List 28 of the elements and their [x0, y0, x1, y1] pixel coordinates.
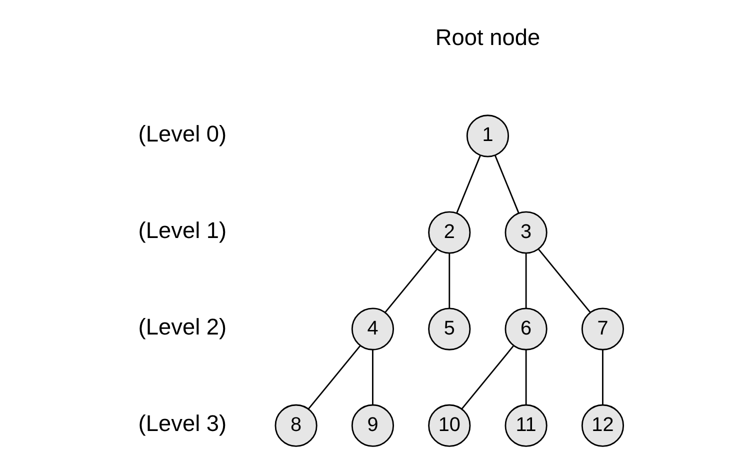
node-circle: 1	[466, 114, 510, 158]
node-circle: 6	[504, 308, 548, 350]
connector	[448, 253, 450, 308]
node-circle: 12	[581, 404, 624, 447]
connector	[525, 253, 527, 308]
connector	[538, 248, 591, 313]
node-circle: 2	[428, 211, 471, 254]
label: (Level 3)	[138, 410, 227, 436]
node-circle: 10	[428, 404, 471, 447]
connector	[461, 346, 514, 410]
connector	[602, 350, 604, 405]
connector	[456, 155, 481, 214]
node-circle: 3	[504, 211, 548, 254]
node-label: Root node	[435, 24, 540, 50]
node-circle: 8	[274, 404, 318, 447]
node-circle: 11	[504, 404, 548, 447]
label: (Level 2)	[138, 313, 227, 340]
label: (Level 0)	[138, 120, 227, 146]
connector	[384, 248, 438, 313]
node-circle: 5	[428, 308, 471, 350]
node-circle: 7	[581, 308, 624, 350]
node-circle: 9	[351, 404, 394, 447]
connector	[308, 346, 361, 410]
node-circle: 4	[351, 308, 394, 350]
label: (Level 1)	[138, 216, 227, 243]
connector	[372, 350, 374, 405]
connector	[494, 155, 520, 214]
connector	[525, 350, 527, 405]
